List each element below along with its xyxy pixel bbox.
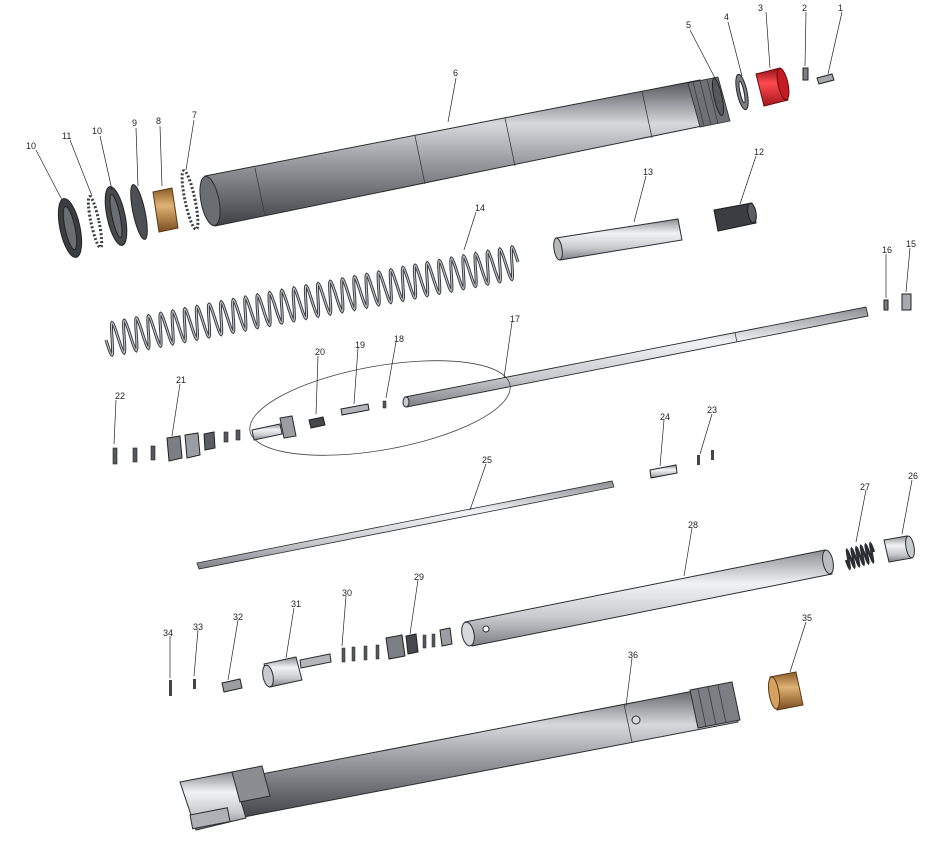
callout-10b: 10 [92,126,102,136]
lower-leg [179,681,741,831]
long-rod [196,480,615,570]
callout-5: 5 [686,20,691,30]
callout-36: 36 [628,650,638,660]
callout-10a: 10 [26,141,36,151]
callout-33: 33 [193,622,203,632]
callout-3: 3 [758,3,763,13]
callout-23: 23 [707,405,717,415]
callout-31: 31 [291,599,301,609]
spacer-and-bushing [553,202,757,261]
callout-2: 2 [802,3,807,13]
callout-15: 15 [906,239,916,249]
bottom-small-parts [169,678,243,696]
shim-stack-right [341,627,453,663]
top-right-small-parts [883,293,912,311]
main-spring [104,244,520,358]
callout-14: 14 [475,203,485,213]
callout-8: 8 [156,116,161,126]
callout-4: 4 [724,12,729,22]
callout-34: 34 [163,628,173,638]
callout-21: 21 [176,375,186,385]
small-valve-parts [649,450,714,479]
callout-22: 22 [115,391,125,401]
base-valve [262,653,332,688]
left-seal-stack [57,169,200,258]
callout-9: 9 [132,118,137,128]
damper-rod [402,306,869,408]
callout-27: 27 [860,482,870,492]
callout-11: 11 [62,131,71,141]
upper-tube [199,76,731,227]
callout-35: 35 [802,613,812,623]
shim-stack-left [112,429,241,465]
callout-25: 25 [482,455,492,465]
callout-28: 28 [688,520,698,530]
upper-seals-group [711,67,835,117]
callout-24: 24 [660,412,670,422]
callout-1: 1 [838,3,843,13]
top-cap-and-spring [844,535,915,571]
callout-29: 29 [414,572,424,582]
callout-17: 17 [510,314,520,324]
callout-20: 20 [315,347,325,357]
callout-18: 18 [394,334,404,344]
callout-19: 19 [355,340,365,350]
cartridge-tube [461,549,834,647]
callout-7: 7 [192,110,197,120]
callout-30: 30 [342,588,352,598]
lower-bushing [767,671,804,711]
callout-12: 12 [754,147,764,157]
valve-group [249,360,511,456]
callout-6: 6 [453,68,458,78]
callout-26: 26 [908,471,918,481]
callout-16: 16 [882,245,892,255]
callouts: 1 2 3 4 5 6 7 8 9 10 10 11 12 13 14 15 1… [26,3,918,707]
callout-13: 13 [643,167,653,177]
callout-32: 32 [233,612,243,622]
